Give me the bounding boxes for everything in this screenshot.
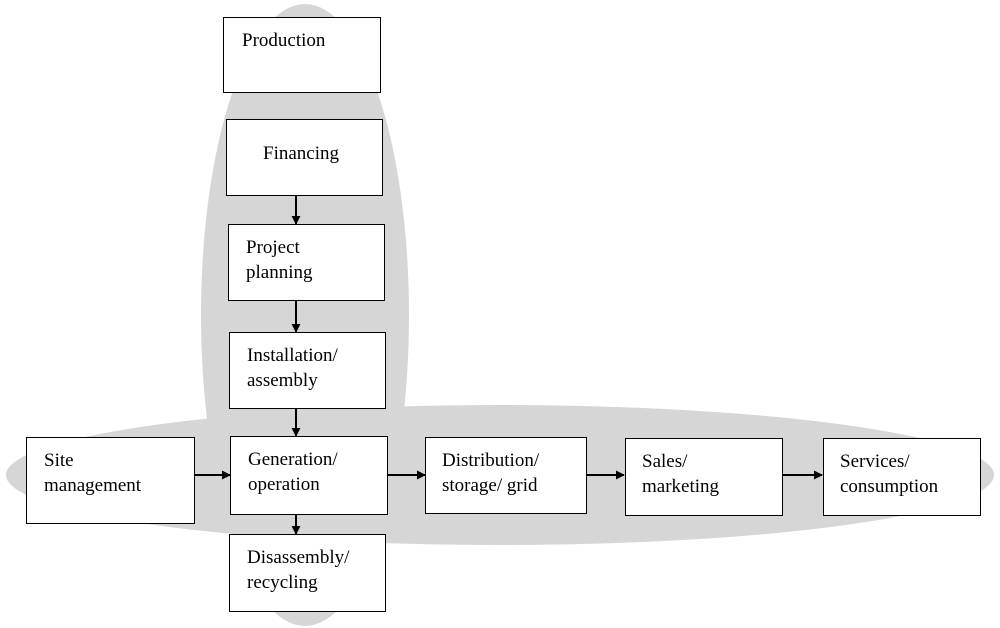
services-label-line-2: consumption: [840, 476, 939, 497]
generation-label-line-1: Generation/: [248, 449, 338, 470]
project-planning-label-line-1: Project: [246, 237, 300, 258]
distribution-label-line-1: Distribution/: [442, 450, 540, 471]
services-box: Services/ consumption: [823, 438, 981, 516]
production-box: Production: [223, 17, 381, 93]
financing-label: Financing: [263, 143, 339, 164]
generation-label-line-2: operation: [248, 474, 320, 495]
distribution-box: Distribution/ storage/ grid: [425, 437, 587, 514]
disassembly-label-line-2: recycling: [247, 572, 318, 593]
site-management-label-line-1: Site: [44, 450, 74, 471]
services-label-line-1: Services/: [840, 451, 910, 472]
generation-box: Generation/ operation: [230, 436, 388, 515]
project-planning-box: Project planning: [228, 224, 385, 301]
site-management-box: Site management: [26, 437, 195, 524]
production-label: Production: [242, 30, 326, 51]
site-management-label-line-2: management: [44, 475, 142, 496]
project-planning-label-line-2: planning: [246, 262, 313, 283]
financing-box: Financing: [226, 119, 383, 196]
distribution-label-line-2: storage/ grid: [442, 475, 538, 496]
installation-label-line-2: assembly: [247, 370, 318, 391]
installation-box: Installation/ assembly: [229, 332, 386, 409]
installation-label-line-1: Installation/: [247, 345, 338, 366]
sales-label-line-1: Sales/: [642, 451, 688, 472]
sales-label-line-2: marketing: [642, 476, 720, 497]
disassembly-box: Disassembly/ recycling: [229, 534, 386, 612]
disassembly-label-line-1: Disassembly/: [247, 547, 350, 568]
sales-box: Sales/ marketing: [625, 438, 783, 516]
